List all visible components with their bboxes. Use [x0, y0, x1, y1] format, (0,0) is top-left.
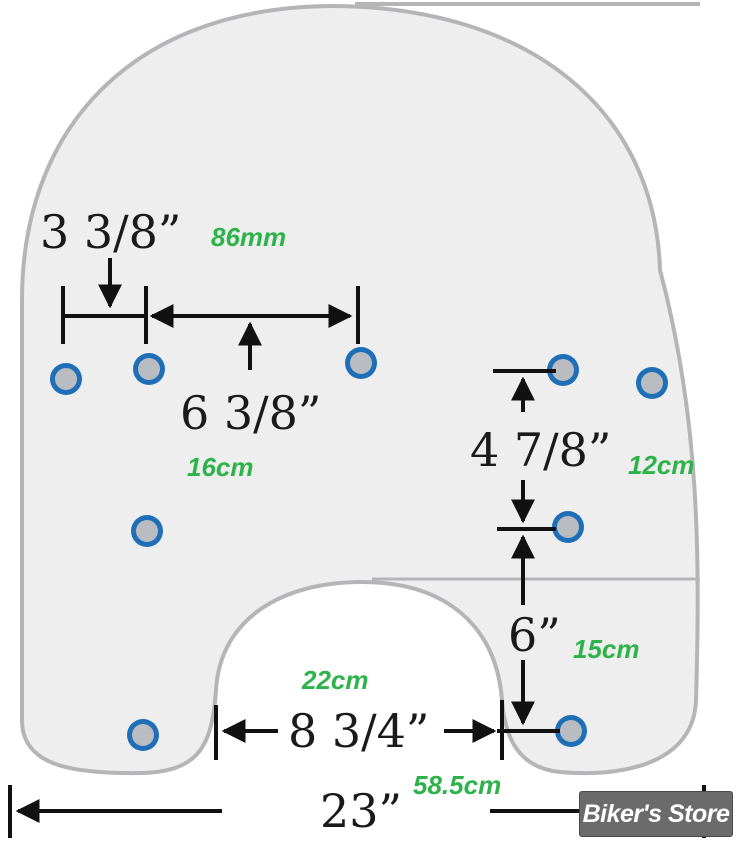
label-cutout-metric: 22cm [301, 665, 369, 695]
label-cutout-imperial: 8 3/4” [288, 704, 429, 758]
dimension-wide-spacing [149, 286, 360, 370]
label-small-spacing-imperial: 3 3/8” [40, 205, 181, 259]
label-vertical-upper-imperial: 4 7/8” [470, 423, 611, 477]
dimension-cutout [214, 700, 504, 760]
label-vertical-lower-metric: 15cm [573, 634, 640, 664]
label-small-spacing-metric: 86mm [211, 222, 286, 252]
label-wide-spacing-imperial: 6 3/8” [180, 386, 321, 440]
mounting-hole [636, 367, 668, 399]
label-overall-metric: 58.5cm [413, 770, 501, 800]
mounting-hole [547, 354, 579, 386]
watermark-badge: Biker's Store [579, 791, 733, 837]
label-overall-imperial: 23” [320, 784, 402, 838]
label-vertical-upper-metric: 12cm [628, 450, 695, 480]
mounting-hole [345, 347, 377, 379]
dimension-vertical-lower [497, 534, 560, 733]
label-vertical-lower-imperial: 6” [508, 608, 561, 662]
dimension-small-spacing [61, 258, 148, 344]
windshield-outline [20, 3, 700, 776]
mounting-hole [552, 511, 584, 543]
mounting-hole [50, 363, 82, 395]
mounting-hole [133, 353, 165, 385]
mounting-hole [131, 515, 163, 547]
label-wide-spacing-metric: 16cm [187, 452, 254, 482]
dimension-vertical-upper [493, 369, 556, 531]
mounting-holes [50, 347, 668, 751]
mounting-hole [555, 715, 587, 747]
mounting-hole [127, 719, 159, 751]
